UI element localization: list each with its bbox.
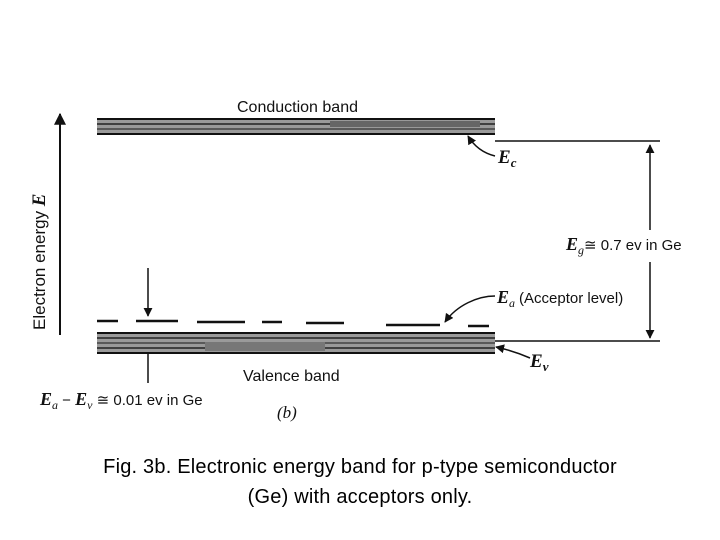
conduction-band-label: Conduction band [237, 99, 358, 116]
ev-label: Ev [529, 351, 549, 374]
band-diagram: Electron energy E Conduction band Ec Eg≅… [29, 99, 682, 422]
valence-band-label: Valence band [243, 368, 340, 385]
conduction-band [97, 118, 495, 135]
energy-axis-label: Electron energy E [29, 194, 50, 331]
ea-ev-equation: Ea − Ev ≅ 0.01 ev in Ge [39, 389, 203, 412]
axis-symbol: E [29, 194, 50, 208]
ev-pointer [495, 344, 531, 359]
ec-label: Ec [497, 147, 517, 170]
axis-label-text: Electron energy [30, 210, 49, 330]
figure-caption: Fig. 3b. Electronic energy band for p-ty… [0, 452, 720, 512]
svg-text:Electron energy E: Electron energy E [29, 194, 50, 331]
caption-line-1: Fig. 3b. Electronic energy band for p-ty… [103, 456, 617, 478]
ea-label: Ea(Acceptor level) [496, 287, 623, 310]
panel-label: (b) [277, 403, 297, 422]
eg-label: Eg≅ 0.7 ev in Ge [565, 234, 682, 257]
ea-pointer [444, 295, 496, 323]
acceptor-level [97, 319, 489, 328]
valence-band [97, 332, 495, 354]
ec-pointer [467, 135, 496, 157]
caption-line-2: (Ge) with acceptors only. [247, 486, 473, 508]
